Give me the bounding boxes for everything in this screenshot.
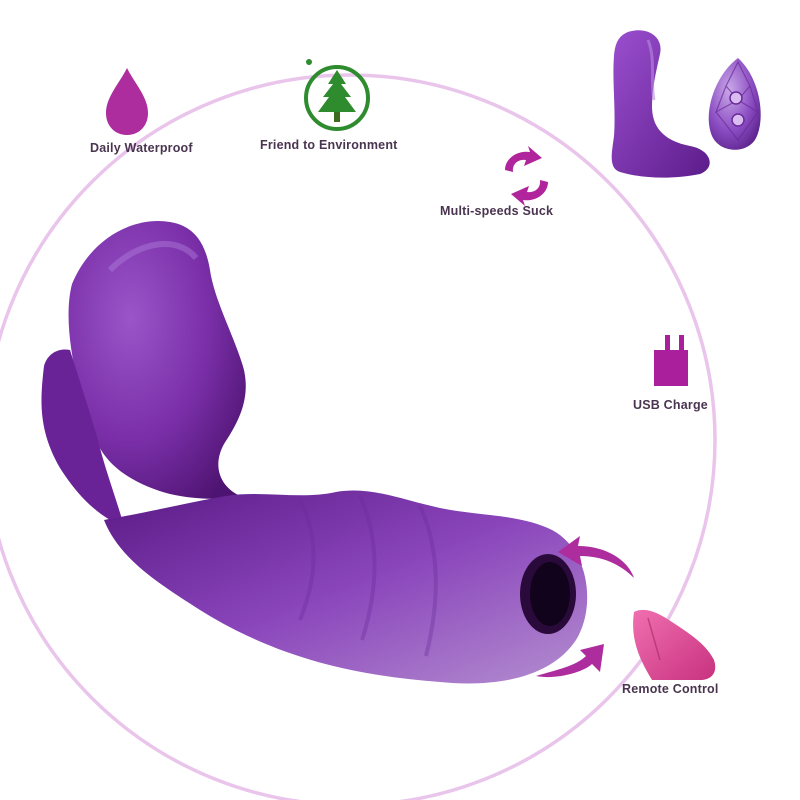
hand-press-icon <box>633 609 716 680</box>
water-drop-icon <box>106 68 148 135</box>
feature-ring <box>0 73 717 800</box>
remote-control-egg <box>708 58 761 150</box>
feature-label-suck: Multi-speeds Suck <box>440 204 554 218</box>
feature-label-waterproof: Daily Waterproof <box>90 141 193 155</box>
feature-label-remote: Remote Control <box>622 682 719 696</box>
feature-label-usb: USB Charge <box>633 398 708 412</box>
product-thumbnail <box>611 30 710 178</box>
suction-arrows <box>536 536 634 678</box>
usb-plug-icon <box>654 335 688 386</box>
feature-label-environment: Friend to Environment <box>260 138 398 152</box>
pine-tree-icon <box>304 59 370 131</box>
cycle-arrows-icon <box>505 146 548 206</box>
product-main-image <box>41 220 588 684</box>
